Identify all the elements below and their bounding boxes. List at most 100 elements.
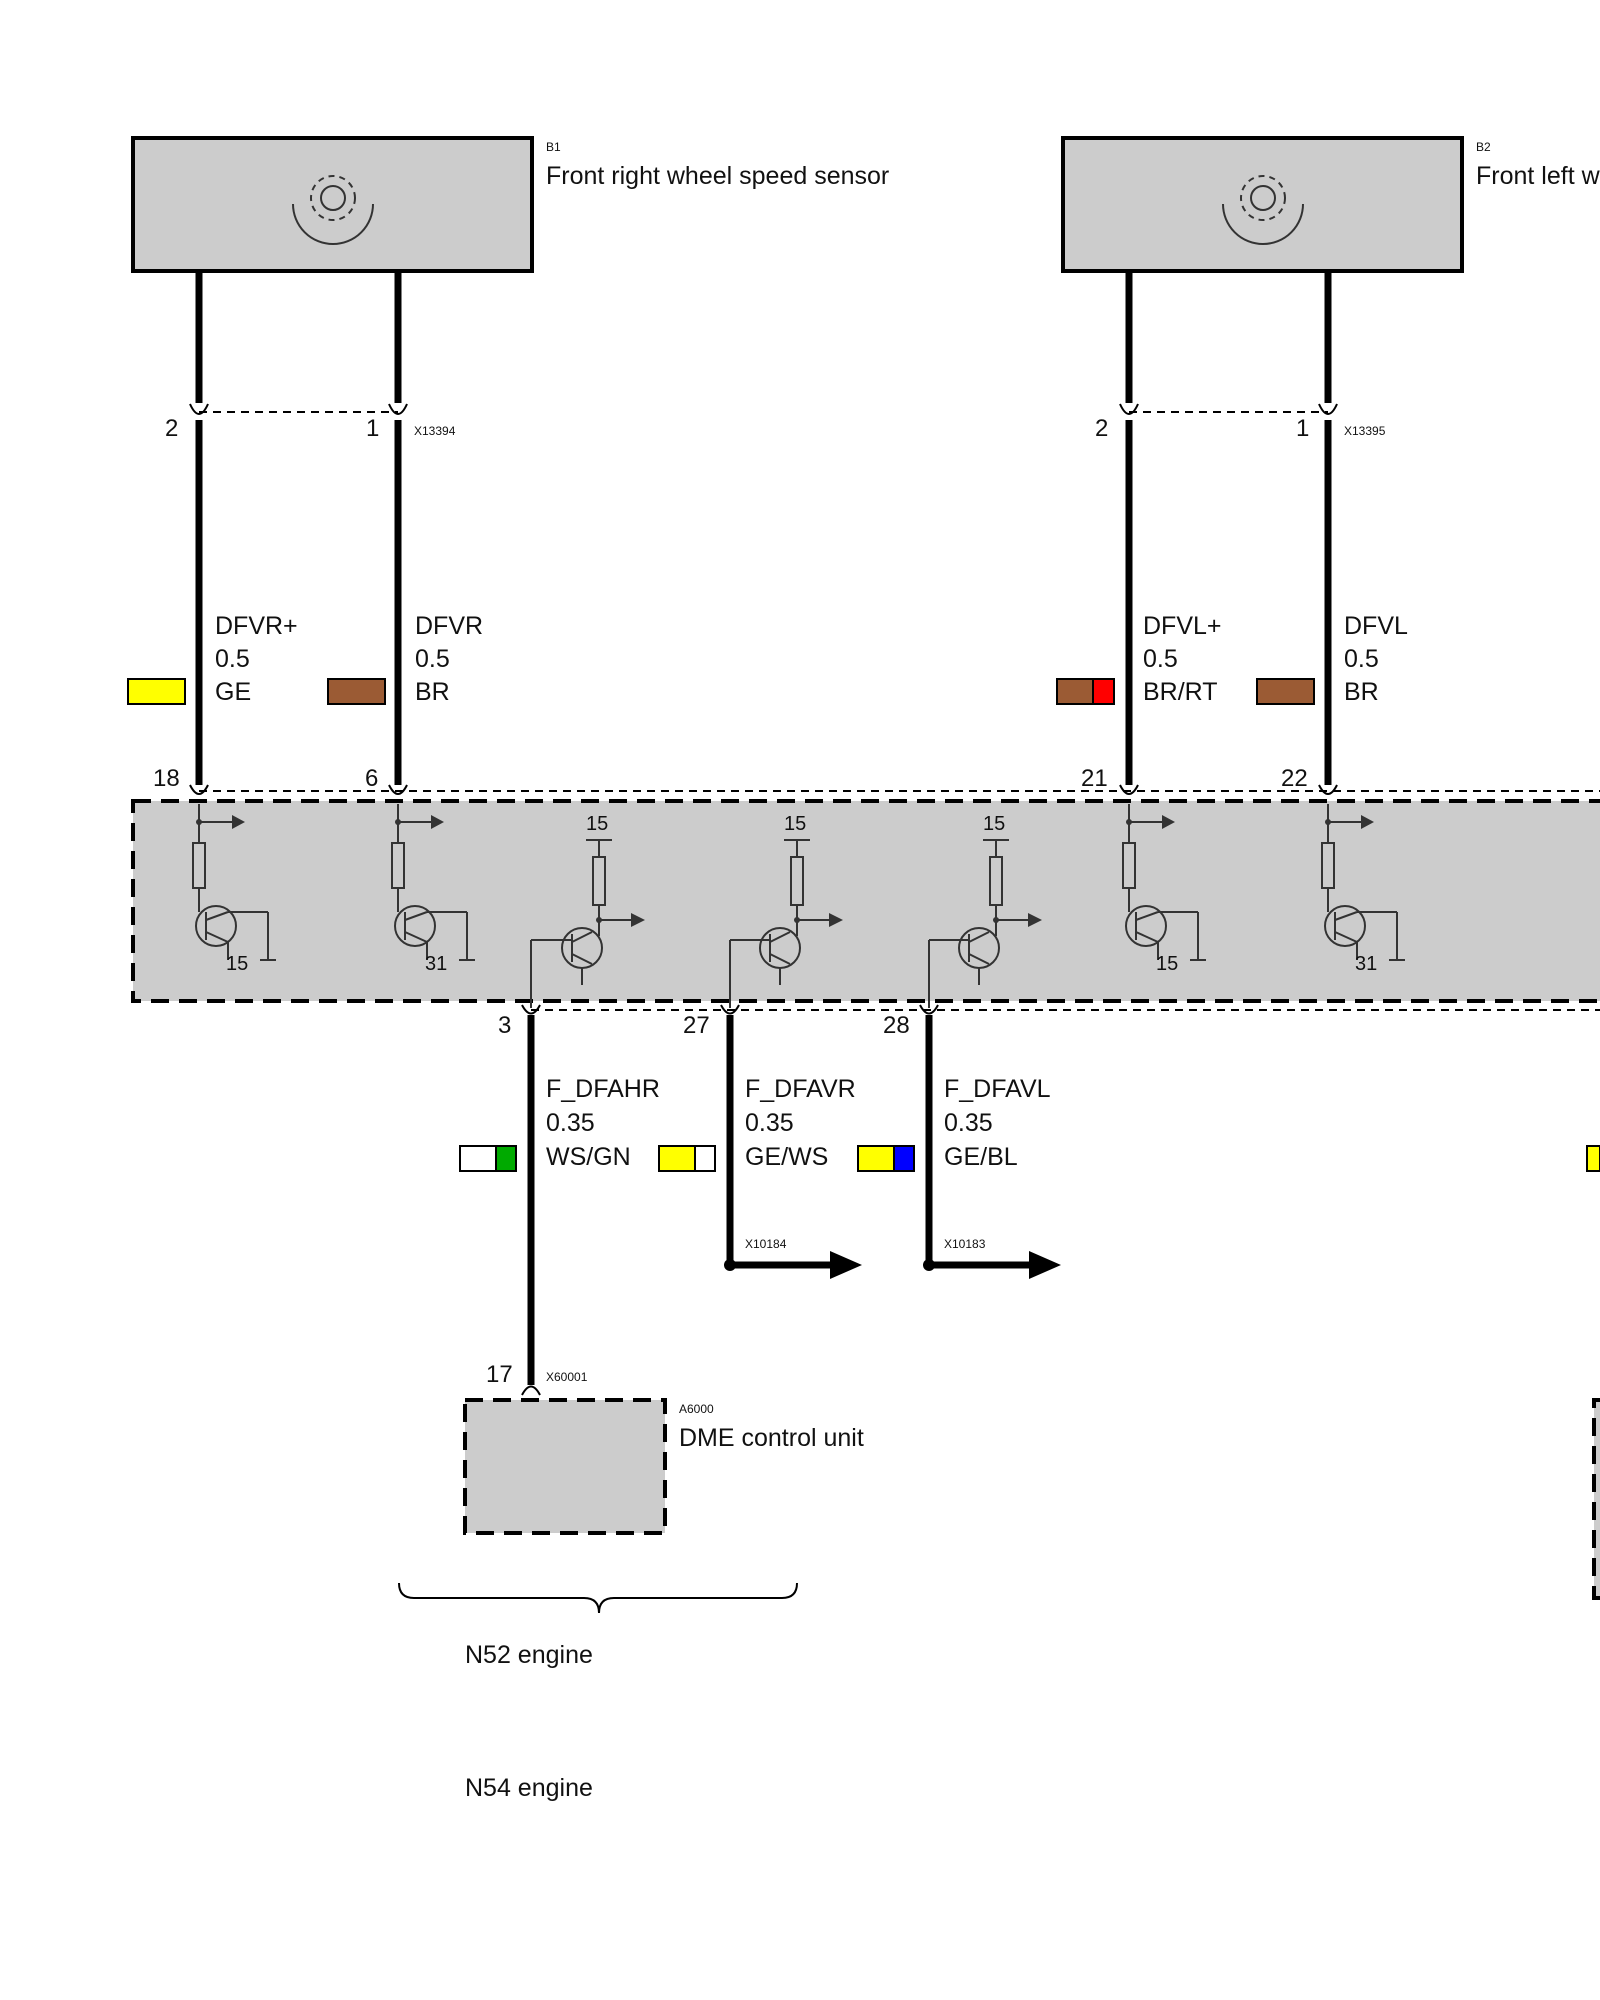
wire-signal: F_DFAVL	[944, 1075, 1051, 1103]
wire-size: 0.5	[1344, 645, 1379, 673]
pin-marker	[521, 1004, 541, 1015]
module-pin-18-label: 18	[153, 765, 180, 792]
pin-marker	[720, 1004, 740, 1015]
wire-size: 0.5	[215, 645, 250, 673]
terminal-label: 31	[425, 953, 447, 975]
dme-pin-17-label: 17	[486, 1361, 513, 1388]
connector-x13395-label: X13395	[1344, 424, 1386, 438]
wire-color: BR	[415, 678, 450, 706]
module-pin-21-label: 21	[1081, 765, 1108, 792]
connector-x10183-label: X10183	[944, 1237, 986, 1251]
b2-front-left-wheel-speed-sensor[interactable]	[1061, 136, 1464, 273]
pin-marker	[1119, 403, 1139, 415]
wire-label-dfvl: DFVL 0.5 BR	[1256, 612, 1408, 706]
engine-brace	[398, 1582, 798, 1614]
b1-pin1-label: 1	[366, 415, 379, 442]
a6000-id-label: A6000	[679, 1402, 714, 1416]
input-stage-2	[391, 804, 475, 961]
wire-color-swatch	[1056, 678, 1094, 705]
wire-size: 0.5	[415, 645, 450, 673]
b1-pin2-label: 2	[165, 415, 178, 442]
dme-control-unit[interactable]	[463, 1398, 667, 1535]
wire-signal: F_DFAVR	[745, 1075, 856, 1103]
pin-marker	[521, 1385, 541, 1396]
module-pin-6-label: 6	[365, 765, 378, 792]
n54-engine-label: N54 engine	[465, 1774, 593, 1802]
dsc-control-module[interactable]	[131, 799, 1600, 1003]
wire-color-swatch	[327, 678, 386, 705]
output-stage-1	[530, 839, 645, 1008]
partial-component-box	[1592, 1398, 1600, 1600]
wire-label-dfvr: DFVR 0.5 BR	[327, 612, 483, 706]
input-stage-3	[1122, 804, 1206, 961]
wire-color-swatch	[1092, 678, 1115, 705]
wire-signal: DFVR	[415, 612, 483, 640]
module-pin-28-label: 28	[883, 1012, 910, 1039]
pin-marker	[1318, 403, 1338, 415]
wire-color-swatch	[127, 678, 186, 705]
input-stage-1	[192, 804, 276, 961]
wire-size: 0.35	[745, 1109, 794, 1137]
input-stage-4	[1321, 804, 1405, 961]
output-stage-3	[928, 839, 1042, 1008]
pin-marker	[388, 403, 408, 415]
connector-x60001-label: X60001	[546, 1370, 588, 1384]
module-pin-22-label: 22	[1281, 765, 1308, 792]
b1-id-label: B1	[546, 140, 561, 154]
module-pin-27-label: 27	[683, 1012, 710, 1039]
b2-id-label: B2	[1476, 140, 1491, 154]
supply-label: 15	[784, 813, 806, 835]
continuation-arrow-x10183[interactable]	[923, 1251, 1061, 1279]
b2-pin1-label: 1	[1296, 415, 1309, 442]
continuation-arrow-x10184[interactable]	[724, 1251, 862, 1279]
wire-signal: F_DFAHR	[546, 1075, 660, 1103]
wire-color: GE/BL	[944, 1143, 1018, 1171]
supply-label: 15	[983, 813, 1005, 835]
wire-label-dfvr-plus: DFVR+ 0.5 GE	[127, 612, 298, 706]
wire-color: BR/RT	[1143, 678, 1218, 706]
terminal-label: 15	[1156, 953, 1178, 975]
pin-marker	[189, 784, 209, 795]
wire-color-swatch	[495, 1145, 517, 1172]
wire-signal: DFVL	[1344, 612, 1408, 640]
wire-size: 0.35	[944, 1109, 993, 1137]
b2-pin2-label: 2	[1095, 415, 1108, 442]
wire-color-swatch	[857, 1145, 895, 1172]
terminal-label: 31	[1355, 953, 1377, 975]
wire-color: GE/WS	[745, 1143, 828, 1171]
wire-label-f-dfavr: F_DFAVR 0.35 GE/WS	[658, 1075, 856, 1172]
wire-label-dfvl-plus: DFVL+ 0.5 BR/RT	[1056, 612, 1222, 706]
wire-color-swatch	[459, 1145, 497, 1172]
pin-marker	[1318, 784, 1338, 795]
terminal-label: 15	[226, 953, 248, 975]
wire-size: 0.5	[1143, 645, 1178, 673]
wire-color-swatch	[1256, 678, 1315, 705]
wire-color: BR	[1344, 678, 1379, 706]
wire-color-swatch-partial	[1586, 1145, 1600, 1172]
a6000-name-label: DME control unit	[679, 1424, 864, 1452]
wire-label-f-dfavl: F_DFAVL 0.35 GE/BL	[857, 1075, 1051, 1172]
wire-color-swatch	[893, 1145, 915, 1172]
wire-color: GE	[215, 678, 251, 706]
gear-icon	[292, 175, 374, 245]
module-pin-3-label: 3	[498, 1012, 511, 1039]
wire-color-swatch	[694, 1145, 716, 1172]
pin-marker	[388, 784, 408, 795]
wire-label-f-dfahr: F_DFAHR 0.35 WS/GN	[459, 1075, 660, 1172]
gear-icon	[1222, 175, 1304, 245]
b1-front-right-wheel-speed-sensor[interactable]	[131, 136, 534, 273]
wire-signal: DFVL+	[1143, 612, 1222, 640]
wire-color-swatch	[658, 1145, 696, 1172]
connector-x13394-label: X13394	[414, 424, 456, 438]
connector-x10184-label: X10184	[745, 1237, 787, 1251]
wire-size: 0.35	[546, 1109, 595, 1137]
n52-engine-label: N52 engine	[465, 1641, 593, 1669]
pin-marker	[1119, 784, 1139, 795]
wire-color: WS/GN	[546, 1143, 631, 1171]
output-stage-2	[729, 839, 843, 1008]
pin-marker	[919, 1004, 939, 1015]
supply-label: 15	[586, 813, 608, 835]
b2-name-label: Front left w	[1476, 162, 1600, 190]
wire-signal: DFVR+	[215, 612, 298, 640]
